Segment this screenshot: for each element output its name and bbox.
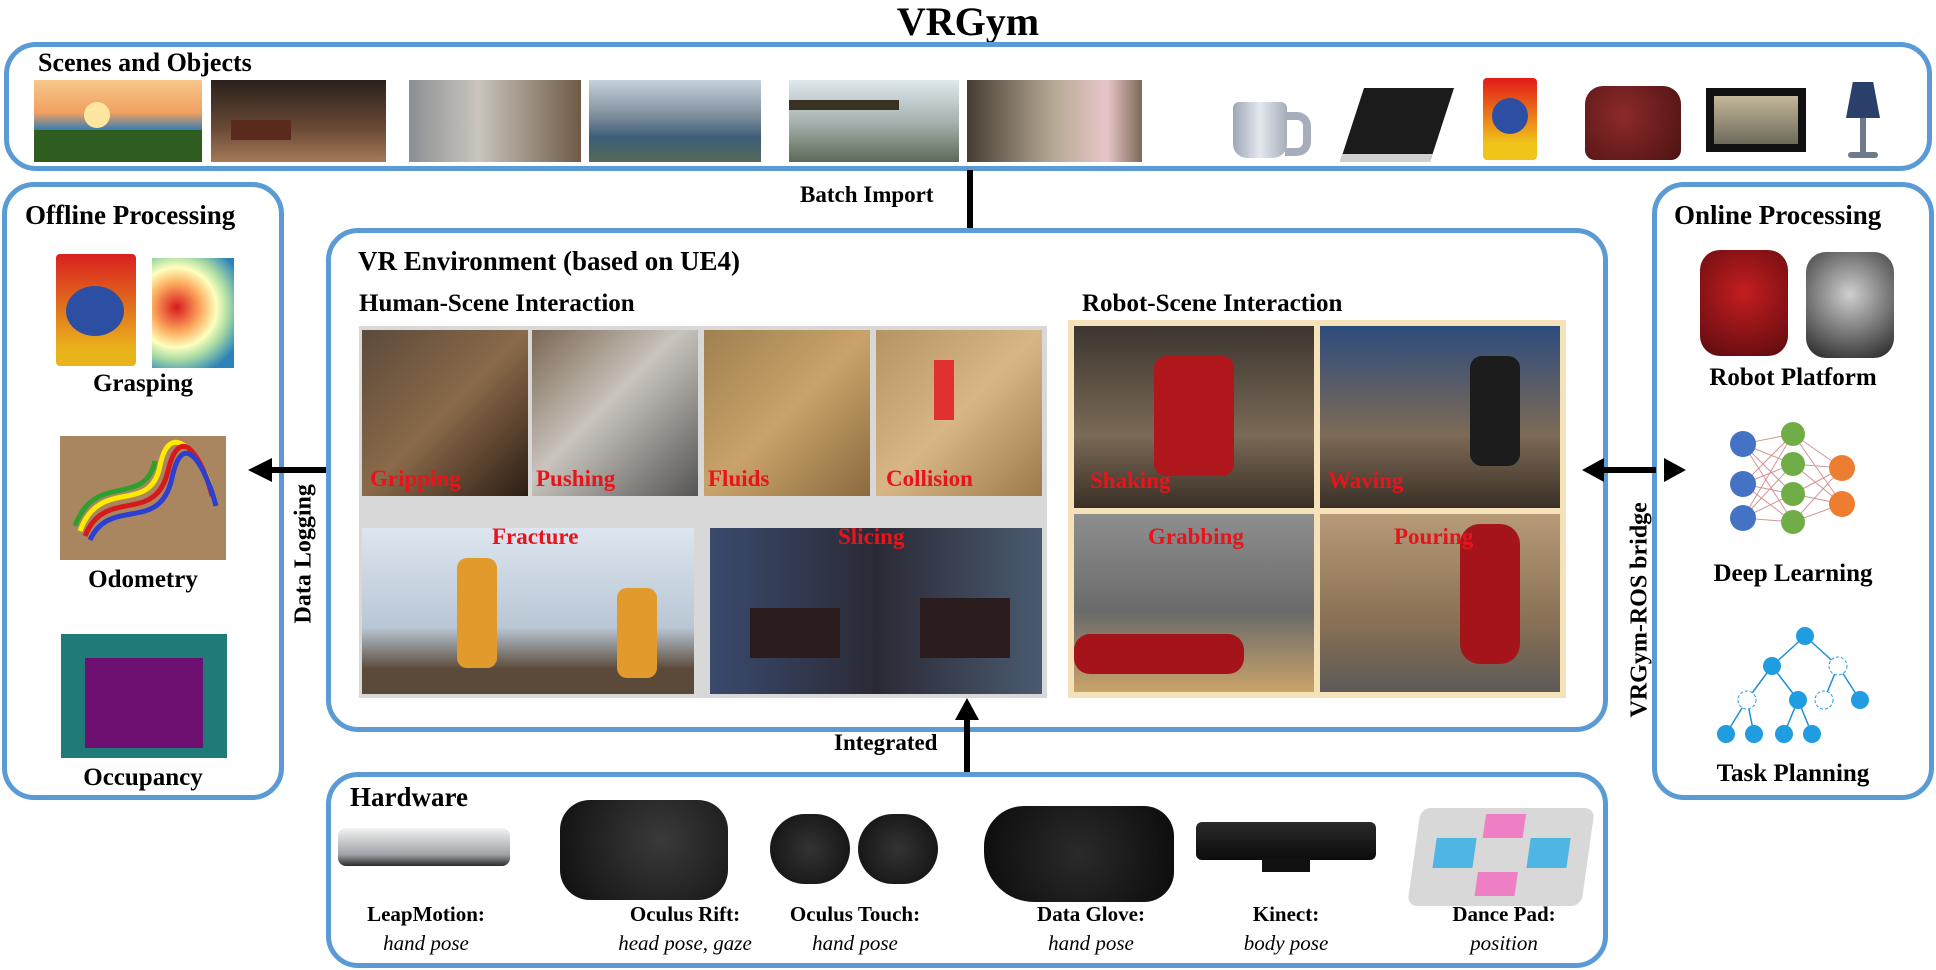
grabbing-label: Grabbing bbox=[1148, 524, 1244, 549]
ritz-box-object bbox=[1483, 78, 1537, 160]
offline-item-occupancy: Occupancy bbox=[83, 764, 203, 791]
shaking-image bbox=[1074, 326, 1314, 508]
hardware-name: Oculus Touch: bbox=[789, 902, 921, 926]
hardware-oculus-rift: Oculus Rift: head pose, gaze bbox=[585, 902, 785, 956]
kinect-image bbox=[1196, 822, 1376, 860]
hardware-kinect: Kinect: body pose bbox=[1186, 902, 1386, 956]
hardware-name: Dance Pad: bbox=[1452, 902, 1556, 926]
ros-bridge-label: VRGym-ROS bridge bbox=[1626, 502, 1653, 718]
shaking-label: Shaking bbox=[1090, 468, 1171, 493]
human-scene-title: Human-Scene Interaction bbox=[359, 290, 635, 317]
hardware-panel bbox=[326, 772, 1608, 968]
hardware-desc: hand pose bbox=[383, 931, 469, 955]
hardware-name: Oculus Rift: bbox=[629, 902, 741, 926]
pushing-image bbox=[532, 330, 698, 496]
integrated-arrow bbox=[964, 718, 970, 774]
online-item-deep-learning: Deep Learning bbox=[1713, 560, 1873, 587]
hardware-dance-pad: Dance Pad: position bbox=[1404, 902, 1604, 956]
data-logging-arrow bbox=[270, 467, 336, 473]
pouring-label: Pouring bbox=[1394, 524, 1474, 549]
offline-item-grasping: Grasping bbox=[92, 370, 194, 397]
pouring-image bbox=[1320, 514, 1560, 692]
hardware-desc: hand pose bbox=[1048, 931, 1134, 955]
hardware-name: Data Glove: bbox=[1037, 902, 1145, 926]
hardware-leapmotion: LeapMotion: hand pose bbox=[326, 902, 526, 956]
scenes-title: Scenes and Objects bbox=[38, 48, 252, 77]
online-item-robot-platform: Robot Platform bbox=[1709, 364, 1877, 391]
data-glove-image bbox=[984, 806, 1174, 902]
collision-label: Collision bbox=[886, 466, 973, 491]
hardware-desc: position bbox=[1470, 931, 1538, 955]
hardware-name: LeapMotion: bbox=[367, 902, 485, 926]
fracture-label: Fracture bbox=[492, 524, 579, 549]
armchair-object bbox=[1585, 86, 1681, 160]
fluids-label: Fluids bbox=[708, 466, 770, 491]
hardware-desc: hand pose bbox=[812, 931, 898, 955]
hardware-oculus-touch: Oculus Touch: hand pose bbox=[755, 902, 955, 956]
data-logging-label: Data Logging bbox=[290, 484, 317, 624]
hardware-desc: body pose bbox=[1243, 931, 1329, 955]
integrated-label: Integrated bbox=[834, 730, 938, 755]
picture-frame-object bbox=[1706, 88, 1806, 152]
ros-bridge-arrow bbox=[1600, 467, 1656, 473]
online-item-task-planning: Task Planning bbox=[1716, 760, 1870, 787]
mug-object bbox=[1233, 102, 1287, 158]
online-title: Online Processing bbox=[1674, 200, 1882, 230]
scene-thumb-living-room bbox=[211, 80, 386, 162]
fracture-image bbox=[362, 528, 694, 694]
offline-item-odometry: Odometry bbox=[88, 566, 198, 593]
robot-scene-title: Robot-Scene Interaction bbox=[1082, 290, 1343, 317]
task-planning-tree-icon bbox=[1717, 627, 1869, 743]
waving-label: Waving bbox=[1328, 468, 1404, 493]
waving-image bbox=[1320, 326, 1560, 508]
fluids-image bbox=[704, 330, 870, 496]
grasp-heatmap-image bbox=[152, 258, 234, 368]
scene-thumb-kitchen bbox=[409, 80, 581, 162]
grabbing-image bbox=[1074, 514, 1314, 692]
scene-thumb-island bbox=[34, 80, 202, 162]
neural-network-icon bbox=[1730, 422, 1855, 534]
slicing-label: Slicing bbox=[838, 524, 905, 549]
robot-platform-image-gripper bbox=[1806, 252, 1894, 358]
hardware-desc: head pose, gaze bbox=[618, 931, 752, 955]
scene-thumb-lake bbox=[589, 80, 761, 162]
lamp-stand bbox=[1860, 118, 1866, 154]
gripping-image bbox=[362, 330, 528, 496]
pushing-label: Pushing bbox=[536, 466, 616, 491]
robot-platform-image-baxter bbox=[1700, 250, 1788, 356]
mug-handle bbox=[1285, 112, 1311, 156]
collision-image bbox=[876, 330, 1042, 496]
hardware-title: Hardware bbox=[350, 782, 468, 812]
slicing-image bbox=[710, 528, 1042, 694]
offline-title: Offline Processing bbox=[25, 200, 236, 230]
occupancy-image bbox=[61, 634, 227, 758]
main-title: VRGym bbox=[896, 0, 1040, 44]
grasp-box-image bbox=[56, 254, 136, 366]
gripping-label: Gripping bbox=[370, 466, 461, 491]
scene-thumb-pavilion bbox=[789, 80, 959, 162]
oculus-touch-image bbox=[770, 814, 938, 886]
scene-thumb-atrium bbox=[967, 80, 1142, 162]
vr-environment-title: VR Environment (based on UE4) bbox=[358, 246, 741, 276]
dance-pad-image bbox=[1407, 808, 1595, 906]
hardware-name: Kinect: bbox=[1252, 902, 1320, 926]
batch-import-arrow bbox=[967, 170, 973, 238]
batch-import-label: Batch Import bbox=[800, 182, 934, 207]
hardware-data-glove: Data Glove: hand pose bbox=[991, 902, 1191, 956]
odometry-image bbox=[60, 436, 226, 560]
oculus-rift-image bbox=[560, 800, 728, 900]
leapmotion-image bbox=[338, 828, 510, 866]
